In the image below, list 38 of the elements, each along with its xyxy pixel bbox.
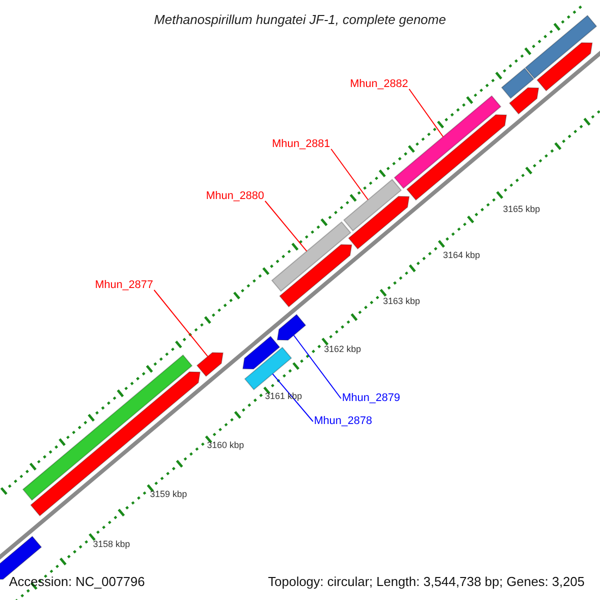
gene-bar: [348, 196, 410, 250]
gene-bar: [22, 354, 193, 501]
gene-bar: [244, 346, 292, 390]
leader-line: [293, 334, 342, 399]
gene-label: Mhun_2877: [95, 279, 154, 292]
gene-bar: [271, 221, 352, 292]
gene-bar: [343, 178, 402, 232]
scale-label: 3164 kbp: [443, 250, 480, 262]
gene-bar: [276, 314, 306, 341]
gene-bar: [30, 371, 201, 516]
scale-label: 3160 kbp: [207, 440, 244, 452]
gene-label: Mhun_2881: [272, 138, 330, 151]
gene-bar: [500, 68, 534, 99]
gene-label: Mhun_2882: [350, 78, 408, 91]
gene-label: Mhun_2878: [314, 415, 372, 428]
gene-bar: [536, 42, 593, 92]
title: Methanospirillum hungatei JF-1, complete genome: [154, 11, 446, 29]
scale-label: 3158 kbp: [93, 539, 130, 550]
gene-label: Mhun_2880: [206, 190, 264, 203]
gene-bar: [196, 352, 224, 377]
leader-line: [330, 148, 369, 200]
footer-text: Topology: circular; Length: 3,544,738 bp; Genes: 3,205: [268, 574, 585, 590]
leader-line: [154, 290, 208, 357]
gene-bar: [508, 87, 540, 115]
gene-bar: [242, 336, 280, 370]
leader-line: [264, 200, 308, 252]
gene-label: Mhun_2879: [342, 392, 400, 405]
scale-label: 3162 kbp: [324, 344, 362, 356]
scale-label: 3159 kbp: [150, 489, 188, 500]
gene-bar: [406, 114, 507, 201]
gene-bar: [394, 95, 502, 189]
leader-line: [408, 88, 444, 138]
gene-bar: [524, 14, 598, 80]
footer-text: Accession: NC_007796: [9, 574, 145, 590]
scale-label: 3163 kbp: [383, 296, 420, 308]
scale-label: 3165 kbp: [503, 204, 540, 216]
gene-bar: [279, 244, 352, 308]
leader-line: [272, 373, 314, 422]
